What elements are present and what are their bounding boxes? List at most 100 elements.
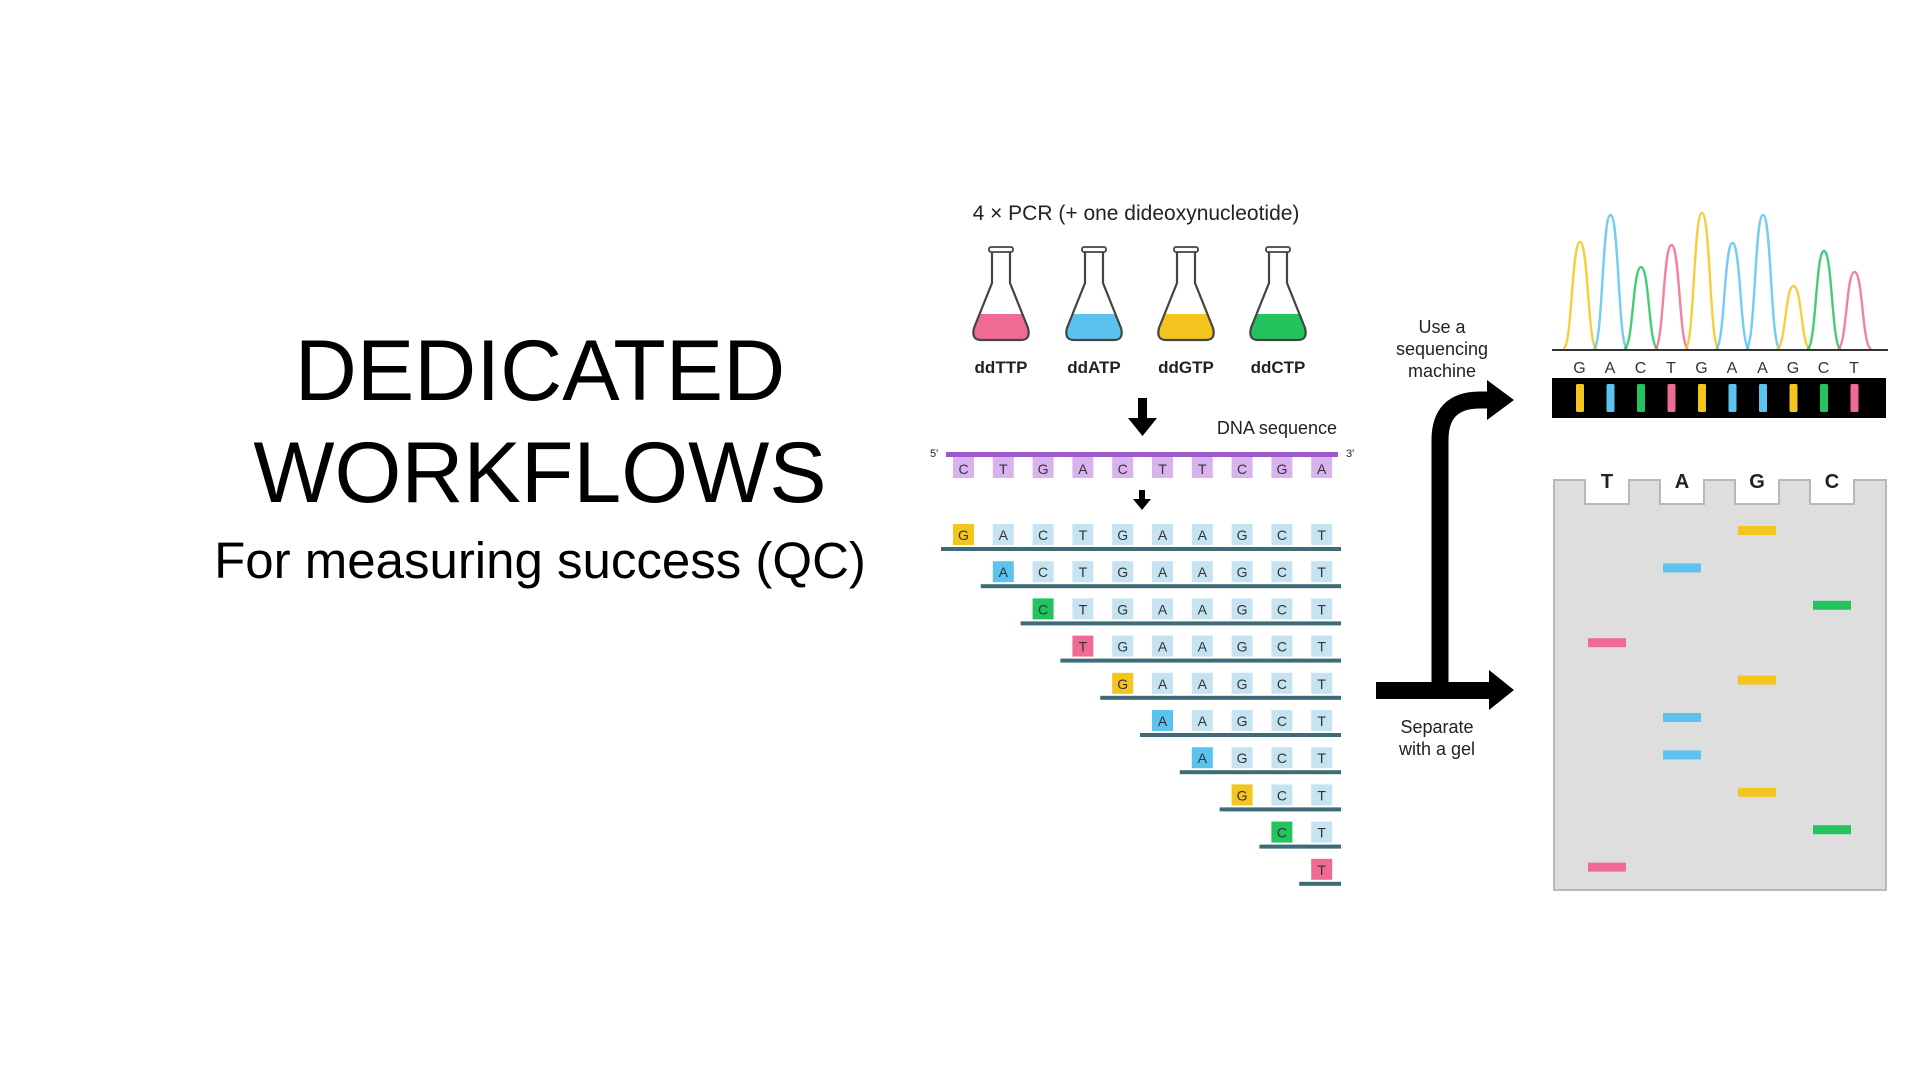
svg-text:A: A	[999, 527, 1009, 543]
readout-mark	[1576, 384, 1584, 412]
fragment-base	[1271, 784, 1293, 806]
svg-text:A: A	[1198, 639, 1208, 655]
fragment-base	[1112, 635, 1134, 657]
svg-text:G: G	[1237, 676, 1248, 692]
svg-text:G: G	[1276, 461, 1287, 477]
svg-text:T: T	[1317, 639, 1326, 655]
fragment-base	[1032, 561, 1054, 583]
fragment-base	[1311, 784, 1333, 806]
chromatogram-letter: A	[1757, 360, 1769, 377]
template-base: A	[1072, 457, 1094, 478]
fragment-base	[1311, 524, 1333, 545]
fragment-line	[1100, 695, 1341, 700]
gel-band	[1588, 638, 1626, 648]
down-arrow-small-icon	[1133, 490, 1151, 510]
fragment-base	[1231, 561, 1253, 583]
fragment-base	[1231, 524, 1253, 545]
pcr-caption: 4 × PCR (+ one dideoxynucleotide)	[973, 202, 1300, 225]
svg-text:T: T	[1079, 601, 1088, 617]
chromatogram-peak	[1744, 213, 1782, 351]
svg-text:A: A	[999, 564, 1009, 580]
svg-text:T: T	[1317, 787, 1326, 803]
fragment-line	[980, 584, 1341, 589]
template-base: C	[1112, 457, 1134, 478]
flask-label: ddTTP	[975, 358, 1028, 377]
chromatogram-peak	[1836, 270, 1873, 351]
svg-text:C: C	[1277, 676, 1287, 692]
svg-text:G: G	[1237, 787, 1248, 803]
chromatogram-peak	[1714, 241, 1751, 351]
flask-a-icon: ddATP	[1065, 246, 1123, 377]
terminating-base	[1032, 598, 1054, 620]
sequencer-readout-bar	[1552, 378, 1886, 418]
fragment-base	[1311, 561, 1333, 583]
svg-text:C: C	[1277, 527, 1287, 543]
terminating-base	[953, 524, 974, 545]
fragment-base	[1311, 710, 1333, 731]
svg-text:T: T	[1317, 564, 1326, 580]
template-base: A	[1311, 457, 1333, 478]
svg-text:A: A	[1158, 601, 1168, 617]
fragment-base	[1271, 710, 1293, 731]
svg-text:T: T	[1317, 601, 1326, 617]
template-base: T	[1152, 457, 1173, 478]
fragment-base	[1271, 672, 1293, 694]
svg-text:C: C	[1038, 601, 1048, 617]
svg-text:Use a: Use a	[1418, 317, 1466, 337]
fragment-base	[1191, 524, 1213, 545]
fragment-base	[1311, 598, 1333, 620]
chromatogram-letter: A	[1605, 360, 1617, 377]
svg-text:sequencing: sequencing	[1396, 339, 1488, 359]
svg-text:T: T	[1317, 676, 1326, 692]
svg-text:G: G	[1117, 676, 1128, 692]
fragment-base	[992, 524, 1014, 545]
fragment-base	[1231, 635, 1253, 657]
chromatogram-letter: G	[1787, 360, 1800, 377]
gel-band	[1813, 825, 1851, 835]
chromatogram-letter: C	[1818, 360, 1831, 377]
readout-mark	[1728, 384, 1737, 412]
branch-arrow-icon	[1376, 380, 1514, 710]
svg-text:A: A	[1158, 639, 1168, 655]
gel-lane-label: A	[1675, 471, 1689, 493]
title-line-2: WORKFLOWS	[253, 425, 827, 521]
flask-c-icon: ddCTP	[1249, 246, 1307, 377]
sequencer-readout-marks	[1576, 384, 1859, 412]
fragment-base	[1152, 672, 1173, 694]
fragment-base	[1271, 635, 1293, 657]
template-base: G	[1271, 457, 1293, 478]
fragment-base	[1231, 672, 1253, 694]
svg-text:G: G	[1237, 750, 1248, 766]
svg-text:A: A	[1198, 750, 1208, 766]
gel-band	[1663, 563, 1701, 573]
chromatogram-peak	[1561, 240, 1599, 351]
gel-body	[1553, 479, 1887, 891]
gel-lane-label: G	[1749, 471, 1765, 493]
fragment-base	[1311, 635, 1333, 657]
chromatogram-peak	[1622, 265, 1660, 351]
chromatogram-peak	[1653, 243, 1690, 351]
svg-text:G: G	[1237, 527, 1248, 543]
flask-label: ddATP	[1067, 358, 1121, 377]
svg-text:A: A	[1317, 461, 1327, 477]
fragment-base	[1231, 598, 1253, 620]
svg-text:Separate: Separate	[1400, 717, 1473, 737]
svg-text:A: A	[1158, 564, 1168, 580]
svg-text:C: C	[1277, 564, 1287, 580]
svg-text:G: G	[1237, 713, 1248, 729]
svg-text:T: T	[1079, 639, 1088, 655]
fragment-row: T	[1299, 858, 1341, 886]
svg-text:C: C	[1277, 713, 1287, 729]
fragment-base	[1152, 635, 1173, 657]
svg-text:A: A	[1158, 676, 1168, 692]
gel-band	[1663, 750, 1701, 760]
fragment-base	[1191, 672, 1213, 694]
fragment-base	[1112, 598, 1134, 620]
readout-mark	[1850, 384, 1859, 412]
